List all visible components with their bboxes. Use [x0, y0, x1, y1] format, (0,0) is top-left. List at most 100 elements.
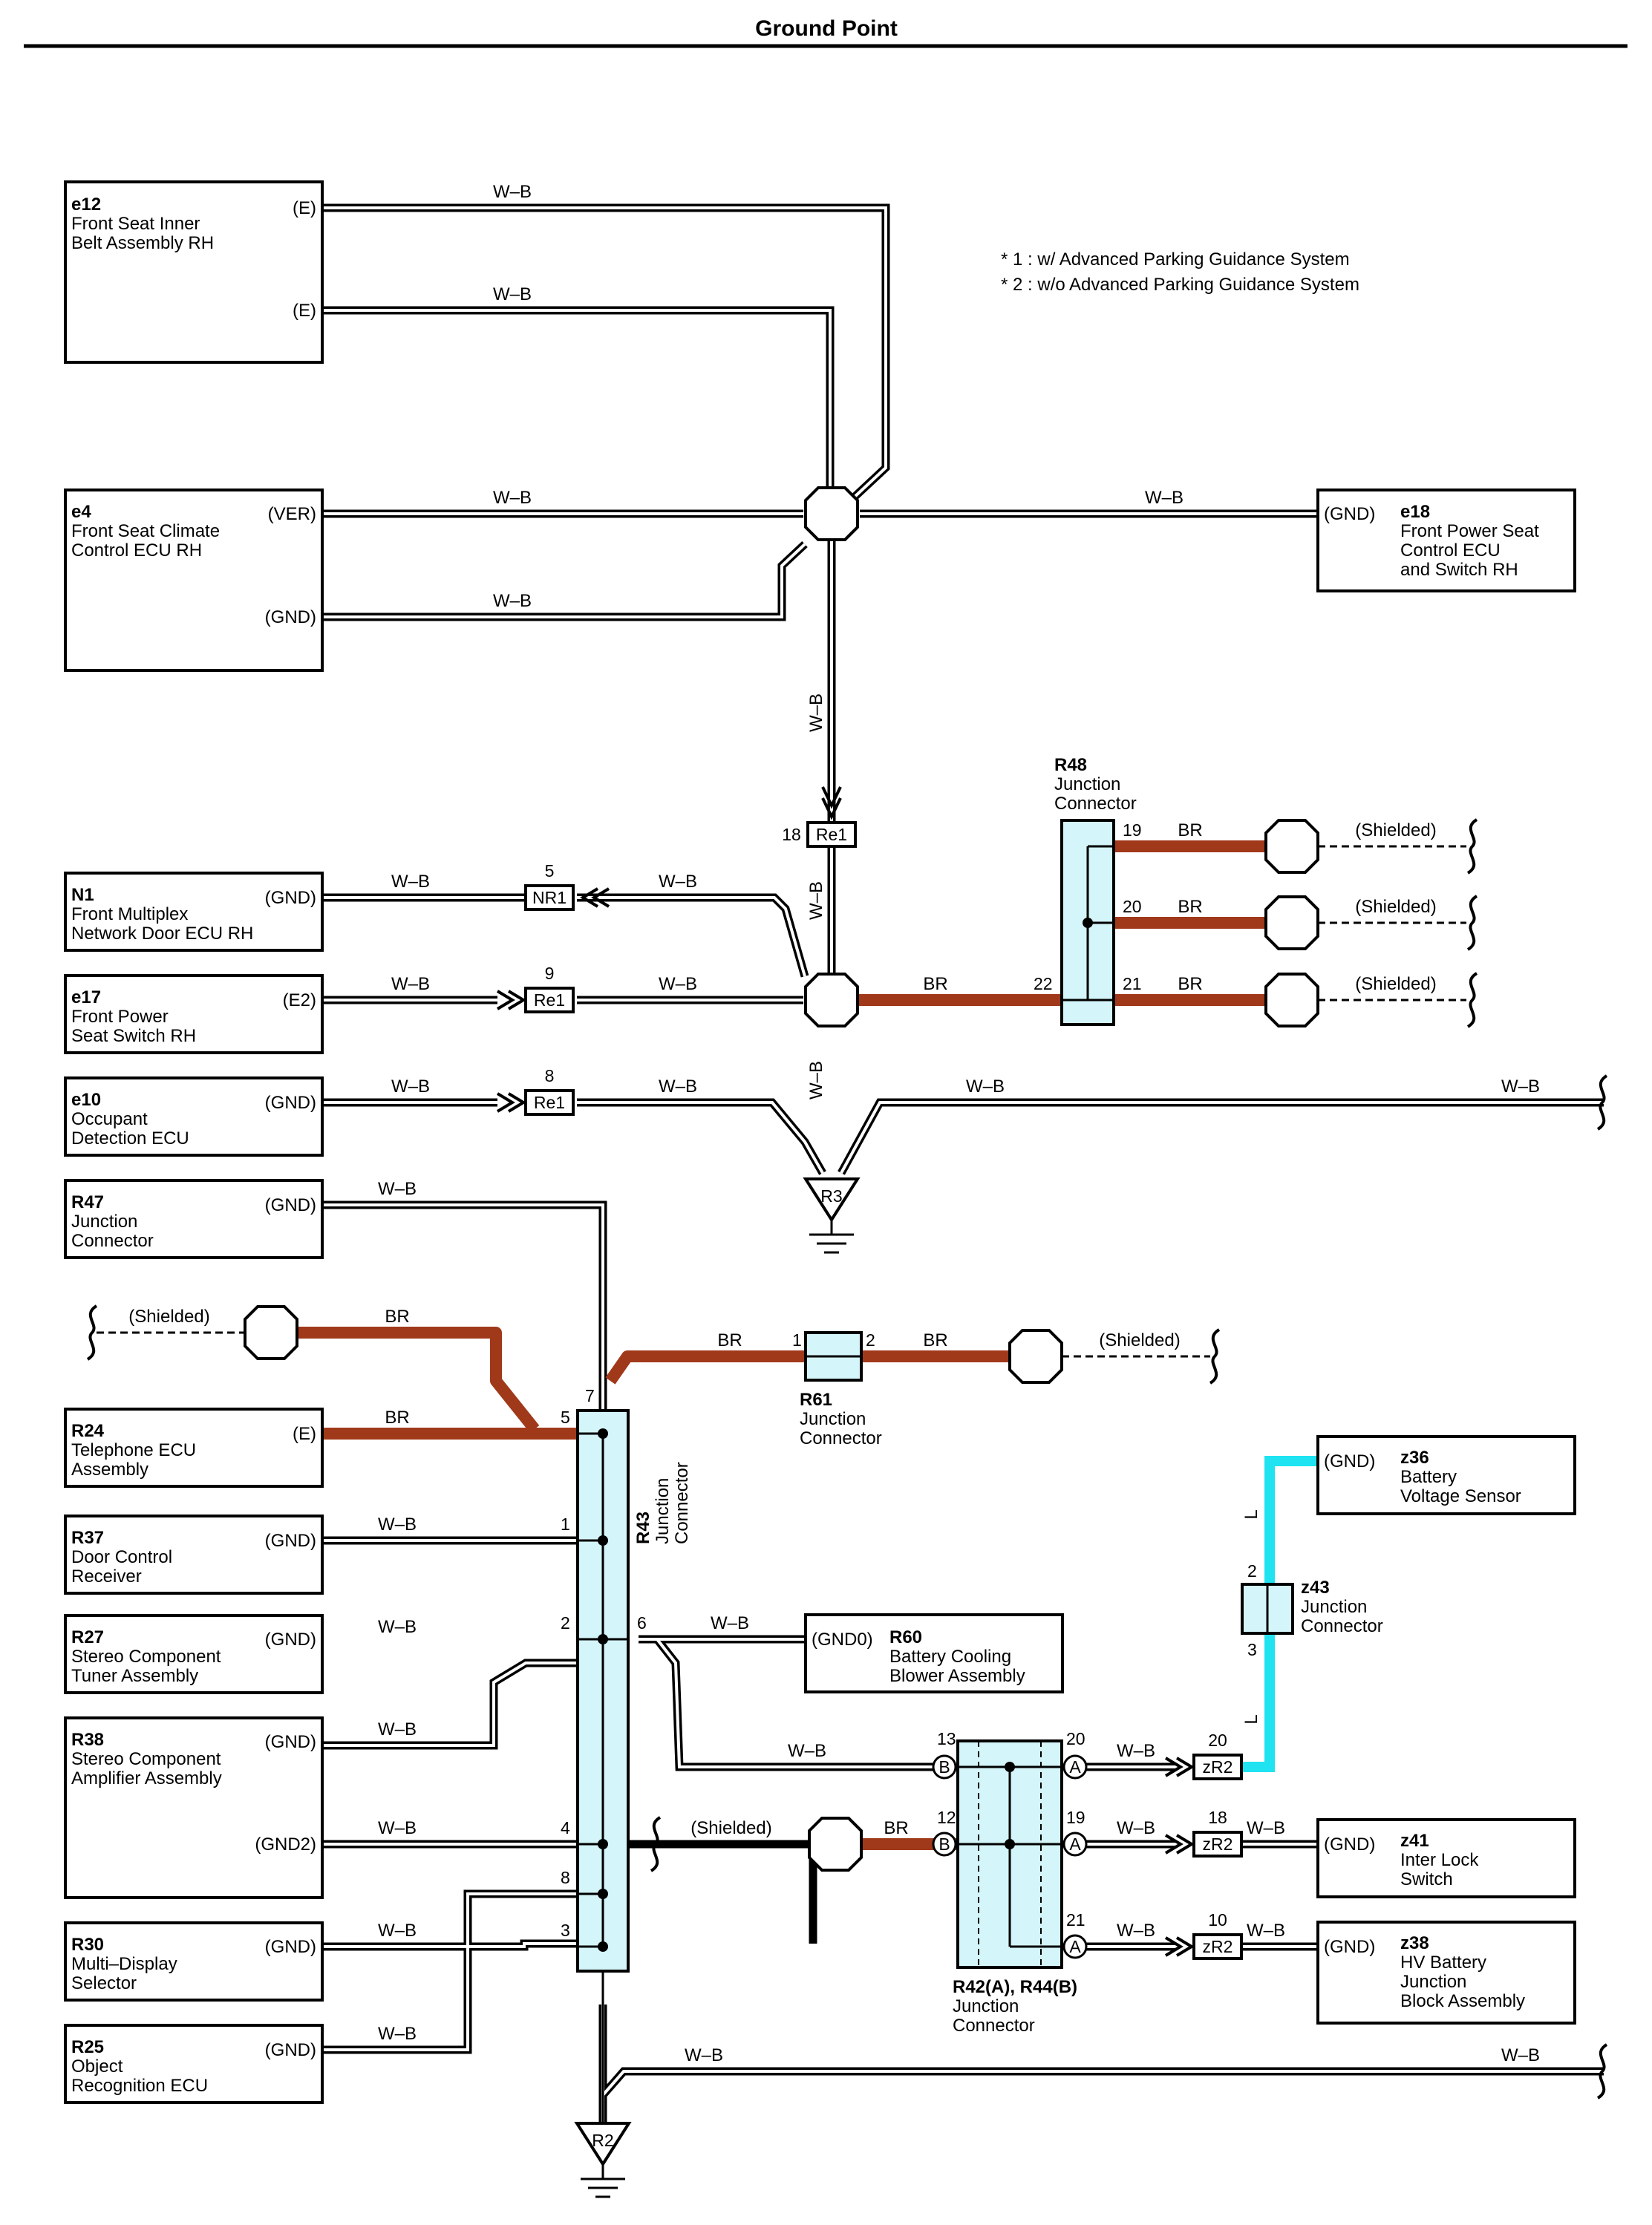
svg-text:2: 2 — [866, 1330, 875, 1350]
connector-r61: 1 2 R61 Junction Connector — [792, 1330, 882, 1448]
svg-text:Door Control: Door Control — [71, 1547, 172, 1567]
svg-text:W–B: W–B — [806, 881, 826, 920]
component-r24: R24 Telephone ECU Assembly (E) — [64, 1408, 324, 1488]
svg-text:Junction: Junction — [1301, 1597, 1367, 1617]
svg-text:e18: e18 — [1400, 502, 1430, 522]
svg-text:NR1: NR1 — [532, 888, 567, 907]
svg-text:Switch: Switch — [1400, 1869, 1453, 1889]
ground-r2: R2 — [575, 2122, 630, 2198]
inline-connector-zr2-18: zR2 18 — [1164, 1808, 1243, 1858]
svg-text:Receiver: Receiver — [71, 1566, 142, 1587]
svg-text:W–B: W–B — [378, 1921, 417, 1941]
svg-text:Battery: Battery — [1400, 1467, 1457, 1487]
svg-text:z43: z43 — [1301, 1578, 1330, 1598]
svg-text:W–B: W–B — [1247, 1818, 1285, 1838]
svg-text:(GND): (GND) — [1324, 1451, 1375, 1471]
svg-text:Junction: Junction — [953, 1996, 1019, 2016]
svg-text:W–B: W–B — [1117, 1818, 1155, 1838]
svg-text:(GND): (GND) — [265, 607, 316, 627]
svg-text:21: 21 — [1066, 1910, 1085, 1930]
svg-text:W–B: W–B — [378, 1617, 417, 1637]
svg-text:1: 1 — [561, 1515, 570, 1534]
svg-text:R47: R47 — [71, 1192, 104, 1212]
component-r27: R27 Stereo Component Tuner Assembly (GND… — [64, 1614, 324, 1694]
svg-text:(VER): (VER) — [268, 504, 316, 524]
svg-text:L: L — [1241, 1509, 1261, 1519]
svg-text:(E): (E) — [293, 198, 316, 218]
svg-text:e17: e17 — [71, 987, 101, 1007]
inline-connector-nr1: NR1 5 — [524, 861, 610, 911]
svg-text:z41: z41 — [1400, 1831, 1429, 1851]
svg-text:Junction: Junction — [653, 1478, 673, 1544]
svg-text:Battery Cooling: Battery Cooling — [889, 1647, 1011, 1667]
svg-text:19: 19 — [1066, 1808, 1085, 1827]
svg-text:18: 18 — [1208, 1808, 1227, 1827]
svg-text:z36: z36 — [1400, 1448, 1429, 1468]
svg-text:W–B: W–B — [1117, 1921, 1155, 1941]
svg-text:BR: BR — [1178, 897, 1202, 917]
svg-text:(GND): (GND) — [1324, 504, 1375, 524]
component-r25: R25 Object Recognition ECU (GND) — [64, 2024, 324, 2104]
svg-text:20: 20 — [1066, 1729, 1085, 1748]
svg-text:W–B: W–B — [378, 1719, 417, 1739]
component-e4: e4 Front Seat Climate Control ECU RH (VE… — [64, 489, 324, 672]
svg-text:6: 6 — [637, 1613, 647, 1633]
svg-text:Detection ECU: Detection ECU — [71, 1128, 189, 1149]
ground-r3: R3 — [804, 1177, 859, 1254]
svg-text:1: 1 — [792, 1330, 802, 1350]
svg-text:W–B: W–B — [493, 182, 532, 202]
svg-text:Amplifier Assembly: Amplifier Assembly — [71, 1768, 222, 1788]
svg-text:W–B: W–B — [685, 2045, 723, 2065]
inline-connector-re1-low: Re1 8 — [496, 1066, 575, 1116]
svg-text:Connector: Connector — [953, 2016, 1035, 2036]
svg-text:W–B: W–B — [711, 1613, 749, 1633]
svg-text:Telephone ECU: Telephone ECU — [71, 1440, 196, 1460]
svg-text:(GND): (GND) — [1324, 1937, 1375, 1957]
svg-text:(Shielded): (Shielded) — [1099, 1330, 1180, 1350]
svg-text:(Shielded): (Shielded) — [690, 1818, 771, 1838]
svg-text:(Shielded): (Shielded) — [1355, 897, 1436, 917]
shielded-lines — [97, 845, 1466, 1846]
svg-text:Control ECU RH: Control ECU RH — [71, 540, 202, 561]
svg-text:Front Seat Climate: Front Seat Climate — [71, 521, 220, 541]
svg-text:(E2): (E2) — [283, 990, 316, 1010]
svg-text:2: 2 — [1247, 1561, 1257, 1581]
svg-text:R61: R61 — [800, 1390, 832, 1410]
svg-text:Seat Switch RH: Seat Switch RH — [71, 1026, 196, 1046]
svg-text:W–B: W–B — [806, 1061, 826, 1100]
svg-text:W–B: W–B — [1117, 1741, 1155, 1761]
svg-text:W–B: W–B — [493, 284, 532, 304]
connector-r43: 7 5 1 2 6 4 8 3 R43 Junction Connector — [561, 1386, 692, 1973]
svg-text:Connector: Connector — [1054, 794, 1137, 814]
svg-text:BR: BR — [1178, 820, 1202, 840]
component-r30: R30 Multi–Display Selector (GND) — [64, 1921, 324, 2002]
svg-text:Multi–Display: Multi–Display — [71, 1954, 177, 1974]
svg-text:W–B: W–B — [788, 1741, 826, 1761]
svg-text:(GND2): (GND2) — [255, 1834, 316, 1855]
svg-text:zR2: zR2 — [1203, 1937, 1233, 1956]
svg-text:(Shielded): (Shielded) — [1355, 820, 1436, 840]
br-wires — [297, 840, 1266, 1850]
svg-text:Stereo Component: Stereo Component — [71, 1647, 221, 1667]
svg-text:9: 9 — [545, 964, 555, 983]
svg-text:R3: R3 — [820, 1186, 842, 1206]
component-z38: (GND) z38 HV Battery Junction Block Asse… — [1316, 1921, 1576, 2025]
svg-text:(GND): (GND) — [265, 888, 316, 908]
component-r47: R47 Junction Connector (GND) — [64, 1179, 324, 1259]
svg-text:4: 4 — [561, 1818, 570, 1837]
svg-text:BR: BR — [385, 1307, 409, 1327]
svg-text:5: 5 — [561, 1408, 570, 1427]
svg-text:and Switch RH: and Switch RH — [1400, 560, 1518, 580]
svg-text:13: 13 — [937, 1729, 956, 1748]
svg-text:Inter Lock: Inter Lock — [1400, 1850, 1479, 1870]
svg-text:Control ECU: Control ECU — [1400, 540, 1501, 561]
svg-text:Stereo Component: Stereo Component — [71, 1749, 221, 1769]
svg-text:Connector: Connector — [672, 1462, 692, 1544]
svg-text:R38: R38 — [71, 1730, 104, 1750]
svg-text:18: 18 — [782, 825, 801, 844]
svg-text:W–B: W–B — [659, 974, 697, 994]
svg-text:3: 3 — [1247, 1640, 1257, 1659]
svg-text:W–B: W–B — [391, 1076, 430, 1097]
svg-text:(E): (E) — [293, 1424, 316, 1444]
svg-text:R2: R2 — [592, 2131, 613, 2150]
